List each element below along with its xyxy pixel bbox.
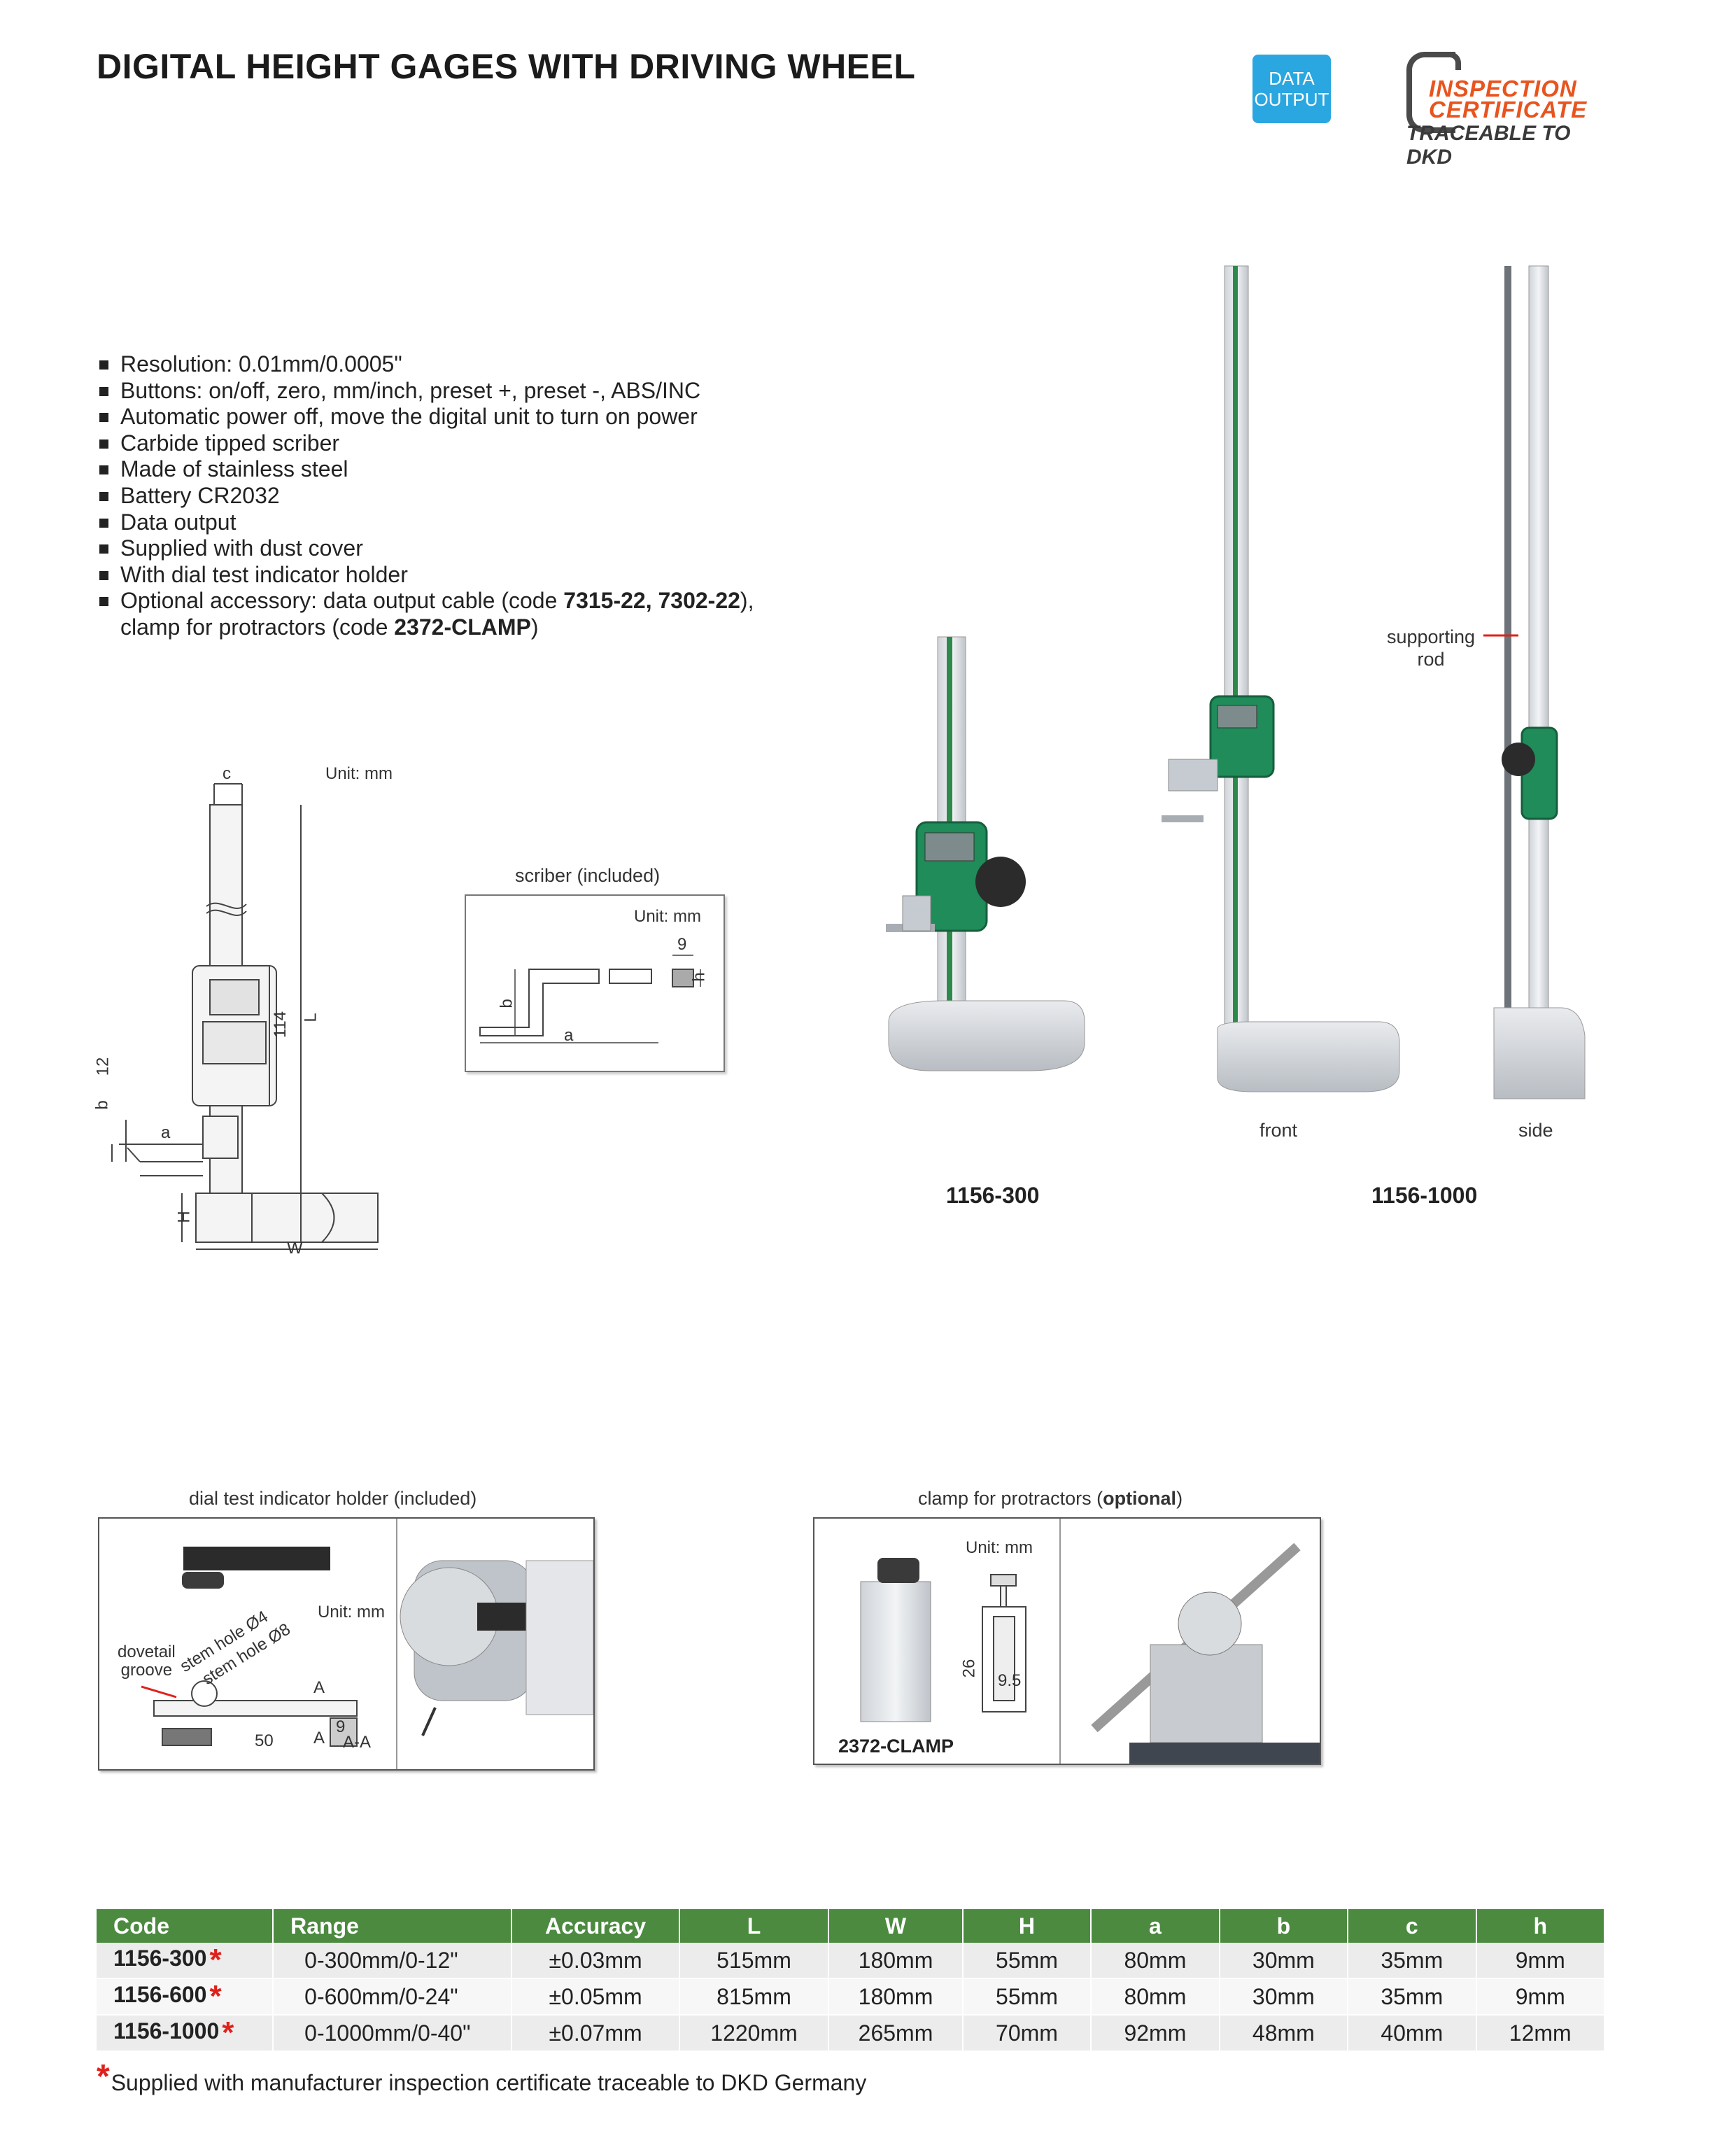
certificate-frame-top-icon [1427,52,1461,70]
scriber-unit-label: Unit: mm [634,907,701,926]
list-item: Carbide tipped scriber [97,430,754,457]
table-row: 1156-1000* 0-1000mm/0-40" ±0.07mm 1220mm… [97,2015,1605,2052]
dim-9-5-label: 9.5 [998,1671,1022,1690]
badge-line-1: DATA [1269,68,1315,89]
dim-a-label: a [161,1123,171,1142]
col-h-small: h [1476,1909,1605,1943]
clamp-caption: clamp for protractors (optional) [918,1488,1183,1509]
dim-w-label: W [287,1239,303,1258]
table-row: 1156-600* 0-600mm/0-24" ±0.05mm 815mm 18… [97,1978,1605,2016]
height-gage-photos-icon [886,265,1586,1099]
dim-9-label: 9 [336,1717,346,1736]
dial-holder-caption: dial test indicator holder (included) [189,1488,477,1509]
scriber-h-label: h [689,972,709,982]
front-view-label: front [1259,1120,1298,1141]
col-code: Code [97,1909,274,1943]
model-label-1156-300: 1156-300 [946,1183,1040,1208]
col-b: b [1219,1909,1349,1943]
footnote-star-icon: * [97,2058,110,2095]
cert-line-1: INSPECTION [1429,76,1577,101]
dim-l-label: L [301,1013,320,1022]
product-photos: supporting rod front side [861,252,1658,1155]
col-range: Range [273,1909,513,1943]
list-item: Buttons: on/off, zero, mm/inch, preset +… [97,378,754,405]
spec-table: Code Range Accuracy L W H a b c h 1156-3… [97,1909,1605,2052]
inspection-certificate-logo: INSPECTION CERTIFICATE TRACEABLE TO DKD [1406,52,1616,169]
dim-c-label: c [223,764,231,783]
certificate-star-icon: * [209,1943,222,1977]
certificate-star-icon: * [222,2016,234,2050]
list-item: Resolution: 0.01mm/0.0005" [97,351,754,378]
col-c: c [1348,1909,1477,1943]
dim-114-label: 114 [271,1011,290,1039]
list-item: Supplied with dust cover [97,535,754,562]
supporting-rod-label: supporting rod [1386,626,1476,670]
scriber-a-label: a [564,1026,574,1045]
list-item: Battery CR2032 [97,483,754,509]
cert-line-3: TRACEABLE TO DKD [1406,122,1571,169]
scriber-caption: scriber (included) [515,865,661,886]
footnote-text: Supplied with manufacturer inspection ce… [111,2070,867,2095]
drawing-unit-label: Unit: mm [325,764,393,783]
scriber-9-label: 9 [677,935,687,954]
main-dimension-drawing: Unit: mm c L 114 12 b a H W [91,756,427,1260]
table-header-row: Code Range Accuracy L W H a b c h [97,1909,1605,1943]
dial-holder-drawing-icon [141,1547,593,1747]
dim-50-label: 50 [255,1731,274,1750]
clamp-divider [1059,1519,1061,1764]
list-item: Made of stainless steel [97,456,754,483]
clamp-drawing-icon [860,1542,1320,1764]
accessory-cable-code: 7315-22, 7302-22 [563,588,740,614]
height-gage-drawing-icon [111,783,379,1250]
list-item-accessory: Optional accessory: data output cable (c… [97,588,754,640]
col-a: a [1091,1909,1220,1943]
data-output-badge: DATA OUTPUT [1252,55,1331,123]
scriber-shape-icon [479,955,701,1043]
side-view-label: side [1518,1120,1553,1141]
badge-line-2: OUTPUT [1254,89,1329,110]
page-title: DIGITAL HEIGHT GAGES WITH DRIVING WHEEL [97,47,916,86]
scriber-b-label: b [497,999,516,1008]
list-item: With dial test indicator holder [97,562,754,589]
dial-holder-divider [396,1519,397,1769]
clamp-code-label: 2372-CLAMP [838,1736,954,1757]
section-a-bottom-label: A [313,1729,325,1747]
col-l: L [679,1909,830,1943]
section-a-top-label: A [313,1678,325,1697]
col-accuracy: Accuracy [511,1909,680,1943]
clamp-box: Unit: mm 26 9.5 2372-CLAMP [813,1517,1321,1765]
col-w: W [828,1909,964,1943]
dim-b-label: b [92,1100,112,1110]
section-aa-label: A-A [343,1733,372,1752]
list-item: Data output [97,509,754,536]
dim-26-label: 26 [959,1659,979,1678]
footnote: *Supplied with manufacturer inspection c… [97,2058,866,2096]
dim-h-label: H [174,1211,194,1223]
col-h: H [962,1909,1092,1943]
dim-12-label: 12 [93,1057,113,1076]
list-item: Automatic power off, move the digital un… [97,404,754,430]
scriber-drawing-box: Unit: mm 9 h b a [465,894,725,1072]
clamp-unit-label: Unit: mm [966,1538,1033,1557]
accessory-clamp-code: 2372-CLAMP [394,614,531,640]
certificate-star-icon: * [209,1979,222,2013]
feature-list: Resolution: 0.01mm/0.0005" Buttons: on/o… [97,351,754,641]
cert-line-2: CERTIFICATE [1429,97,1588,122]
table-row: 1156-300* 0-300mm/0-12" ±0.03mm 515mm 18… [97,1943,1605,1979]
model-label-1156-1000: 1156-1000 [1371,1183,1478,1208]
dial-holder-unit-label: Unit: mm [318,1603,385,1622]
